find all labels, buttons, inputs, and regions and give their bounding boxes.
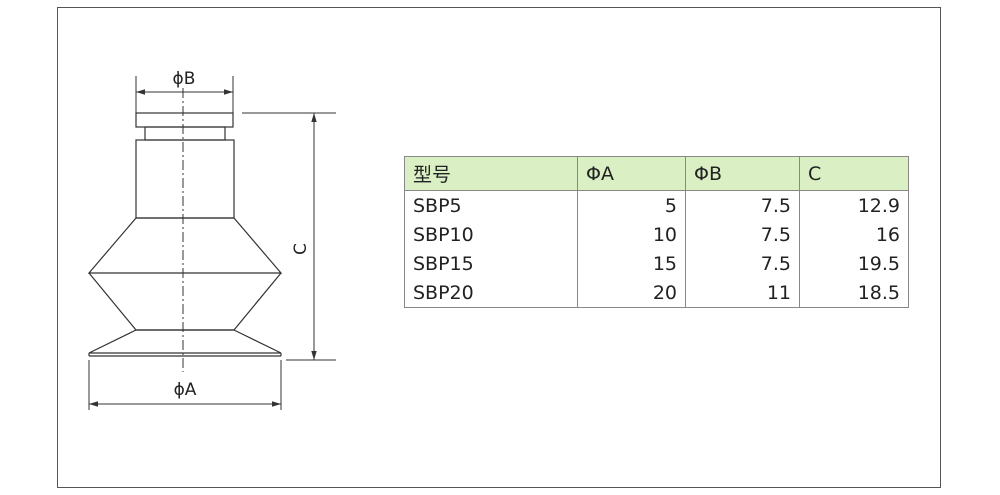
header-model: 型号 [404, 156, 578, 191]
cell-phi-b: 7.5 [685, 220, 800, 249]
cell-phi-b: 11 [685, 278, 800, 308]
header-phi-a: ΦA [577, 156, 686, 191]
table-row: SBP5 5 7.5 12.9 [404, 190, 909, 220]
cell-c: 19.5 [799, 249, 909, 278]
cell-c: 12.9 [799, 190, 909, 220]
cell-model: SBP20 [404, 278, 578, 308]
dimension-phi-b [135, 76, 234, 113]
drawing-frame [57, 7, 941, 488]
dimension-phi-a [88, 360, 282, 410]
spec-table: 型号 ΦA ΦB C SBP5 5 7.5 12.9 SBP10 10 7.5 … [404, 156, 909, 308]
cell-c: 16 [799, 220, 909, 249]
cell-phi-a: 15 [577, 249, 686, 278]
header-c: C [799, 156, 909, 191]
cell-model: SBP5 [404, 190, 578, 220]
cell-phi-b: 7.5 [685, 190, 800, 220]
table-row: SBP20 20 11 18.5 [404, 278, 909, 308]
dimension-label-c: C [291, 243, 311, 255]
table-row: SBP10 10 7.5 16 [404, 220, 909, 249]
cell-c: 18.5 [799, 278, 909, 308]
cell-phi-a: 20 [577, 278, 686, 308]
cup-outline [87, 112, 283, 357]
cell-phi-b: 7.5 [685, 249, 800, 278]
table-row: SBP15 15 7.5 19.5 [404, 249, 909, 278]
table-header-row: 型号 ΦA ΦB C [404, 156, 909, 191]
dimension-label-phi-a: ϕA [174, 380, 197, 400]
header-phi-b: ΦB [685, 156, 800, 191]
cell-model: SBP10 [404, 220, 578, 249]
cell-phi-a: 5 [577, 190, 686, 220]
dimension-c [242, 112, 336, 361]
cell-model: SBP15 [404, 249, 578, 278]
cell-phi-a: 10 [577, 220, 686, 249]
dimension-label-phi-b: ϕB [173, 69, 196, 89]
